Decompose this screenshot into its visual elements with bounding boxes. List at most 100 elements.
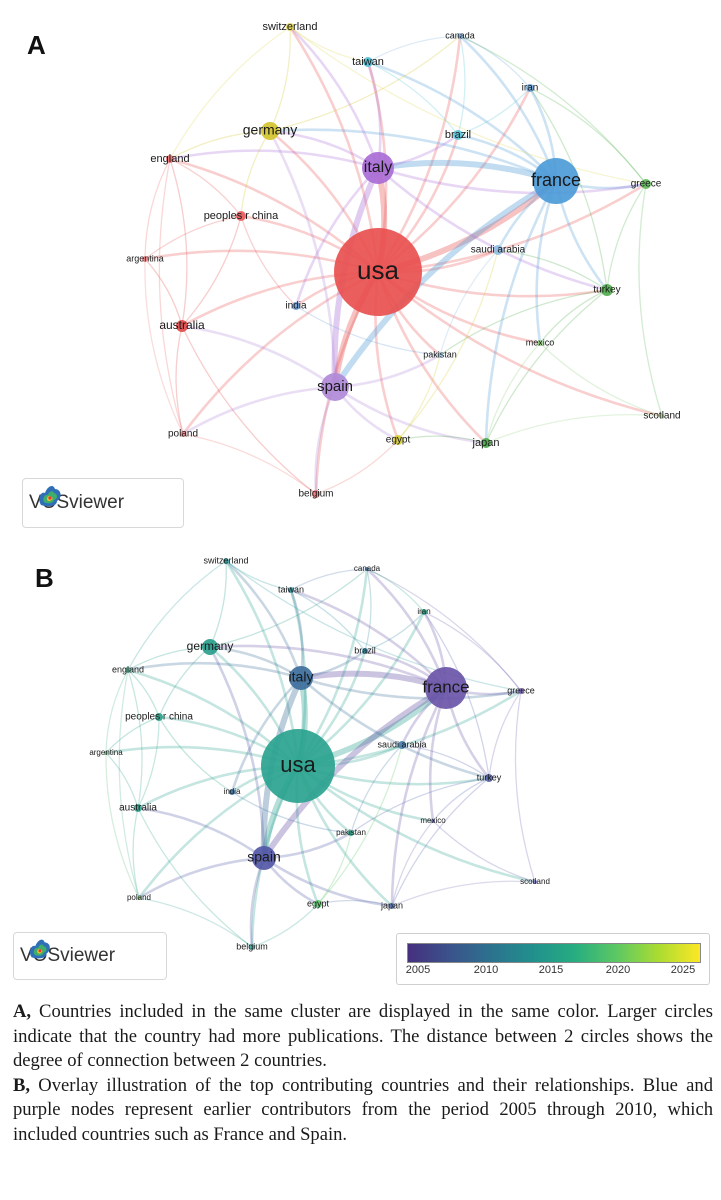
node-australia[interactable] xyxy=(176,320,188,332)
panel-label-a: A xyxy=(27,30,46,60)
node-spain[interactable] xyxy=(252,846,276,870)
node-greece[interactable] xyxy=(641,179,651,189)
edge-spain-poland xyxy=(182,385,336,436)
node-australia[interactable] xyxy=(134,804,142,812)
node-mexico[interactable] xyxy=(431,819,435,823)
edge-turkey-mexico xyxy=(539,289,608,344)
node-taiwan[interactable] xyxy=(363,57,373,67)
edge-france-japan xyxy=(484,180,558,444)
edge-saudi_arabia-pakistan xyxy=(439,249,499,356)
node-belgium[interactable] xyxy=(312,490,320,498)
node-argentina[interactable] xyxy=(142,256,148,262)
node-label-switzerland: switzerland xyxy=(203,555,248,565)
node-switzerland[interactable] xyxy=(223,558,229,564)
node-saudi_arabia[interactable] xyxy=(398,741,406,749)
node-spain[interactable] xyxy=(321,373,349,401)
node-scotland[interactable] xyxy=(533,880,537,884)
node-canada[interactable] xyxy=(457,33,463,39)
node-japan[interactable] xyxy=(481,438,491,448)
node-england[interactable] xyxy=(166,155,174,163)
edge-spain-germany xyxy=(268,130,337,388)
edge-australia-poland xyxy=(132,807,140,899)
edge-brazil-canada xyxy=(364,568,372,652)
node-poland[interactable] xyxy=(180,431,186,437)
edge-brazil-iran xyxy=(364,611,425,652)
node-greece[interactable] xyxy=(518,688,524,694)
edge-egypt-pakistan xyxy=(317,832,352,905)
node-italy[interactable] xyxy=(289,666,313,690)
node-poland[interactable] xyxy=(137,896,141,900)
legend-tick: 2005 xyxy=(405,964,431,976)
node-turkey[interactable] xyxy=(601,284,613,296)
node-label-germany: germany xyxy=(243,122,297,138)
node-india[interactable] xyxy=(229,789,235,795)
node-iran[interactable] xyxy=(421,609,427,615)
node-brazil[interactable] xyxy=(362,648,368,654)
node-label-egypt: egypt xyxy=(386,435,411,446)
edge-spain-australia xyxy=(181,324,336,389)
node-turkey[interactable] xyxy=(485,774,493,782)
caption-label-b: B, xyxy=(13,1074,31,1096)
node-usa[interactable] xyxy=(334,228,422,316)
edge-peoples_r_china-argentina xyxy=(144,215,242,260)
caption-text-b: Overlay illustration of the top contribu… xyxy=(13,1074,713,1145)
node-switzerland[interactable] xyxy=(286,23,294,31)
node-label-england: england xyxy=(150,153,189,165)
node-pakistan[interactable] xyxy=(437,352,443,358)
edge-belgium-poland xyxy=(182,433,317,495)
node-mexico[interactable] xyxy=(537,340,543,346)
node-label-spain: spain xyxy=(317,378,353,395)
node-france[interactable] xyxy=(425,667,467,709)
node-peoples_r_china[interactable] xyxy=(236,211,246,221)
edge-egypt-saudi_arabia xyxy=(397,249,499,441)
node-italy[interactable] xyxy=(362,152,394,184)
node-argentina[interactable] xyxy=(104,751,108,755)
edge-greece-turkey xyxy=(488,690,522,779)
edge-turkey-saudi_arabia xyxy=(497,249,608,291)
edge-italy-greece xyxy=(300,676,522,700)
edge-switzerland-taiwan xyxy=(289,26,369,63)
node-canada[interactable] xyxy=(365,567,369,571)
node-saudi_arabia[interactable] xyxy=(493,245,503,255)
node-taiwan[interactable] xyxy=(288,587,294,593)
edge-greece-canada xyxy=(366,568,522,692)
node-germany[interactable] xyxy=(202,639,218,655)
node-brazil[interactable] xyxy=(453,130,463,140)
node-england[interactable] xyxy=(125,667,131,673)
node-peoples_r_china[interactable] xyxy=(155,713,163,721)
edge-spain-japan xyxy=(334,385,487,445)
edge-iran-canada xyxy=(459,35,531,89)
edge-italy-india xyxy=(294,167,379,307)
node-egypt[interactable] xyxy=(393,435,403,445)
panel-label-b: B xyxy=(35,563,54,593)
node-germany[interactable] xyxy=(261,122,279,140)
node-india[interactable] xyxy=(292,302,300,310)
node-label-australia: australia xyxy=(119,803,157,814)
node-label-taiwan: taiwan xyxy=(278,584,304,594)
node-label-egypt: egypt xyxy=(307,898,330,908)
legend-tick: 2015 xyxy=(538,964,564,976)
network-graph-a: usafranceitalyspaingermanyswitzerlandtai… xyxy=(126,21,680,500)
edge-france-mexico xyxy=(535,180,558,344)
edge-belgium-poland xyxy=(138,897,253,948)
year-color-legend: 2005 2010 2015 2020 2025 xyxy=(396,933,710,985)
edge-germany-peoples_r_china xyxy=(240,130,271,217)
edge-germany-england xyxy=(127,646,211,671)
edge-mexico-japan xyxy=(485,342,541,444)
node-label-belgium: belgium xyxy=(298,489,333,500)
node-japan[interactable] xyxy=(389,903,395,909)
edge-france-spain xyxy=(261,685,448,860)
node-label-scotland: scotland xyxy=(643,411,680,422)
node-scotland[interactable] xyxy=(660,414,664,418)
node-egypt[interactable] xyxy=(314,900,322,908)
node-label-italy: italy xyxy=(289,669,314,685)
edge-argentina-poland xyxy=(144,258,184,435)
node-label-scotland: scotland xyxy=(520,877,550,886)
node-pakistan[interactable] xyxy=(348,830,354,836)
node-iran[interactable] xyxy=(526,84,534,92)
node-usa[interactable] xyxy=(261,729,335,803)
node-france[interactable] xyxy=(533,158,579,204)
node-belgium[interactable] xyxy=(249,944,255,950)
figure-caption: A, Countries included in the same cluste… xyxy=(13,1000,713,1147)
